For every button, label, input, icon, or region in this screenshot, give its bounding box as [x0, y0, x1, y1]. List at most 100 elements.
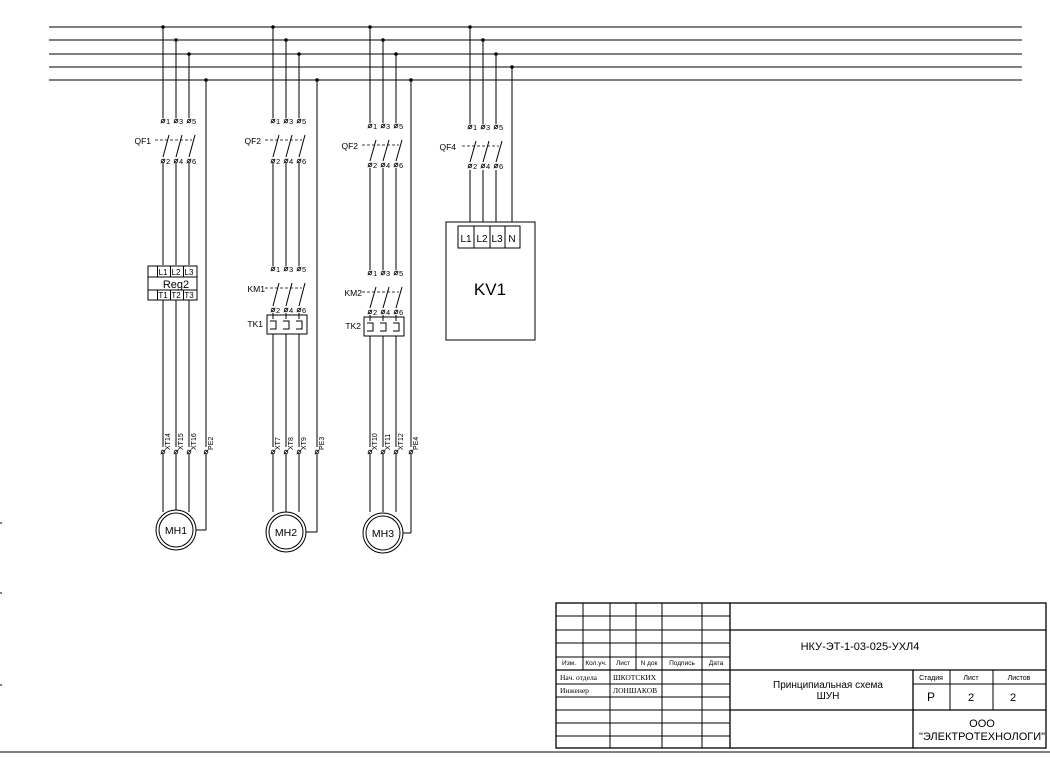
terminal-slash [296, 266, 302, 272]
pole-number: 1 [373, 122, 377, 131]
terminal-label: PE2 [208, 437, 215, 450]
terminal-slash [367, 162, 373, 168]
terminal-label: XT10 [372, 433, 379, 450]
pole-number: 5 [302, 265, 306, 274]
name-engineer: ЛОНШАКОВ [613, 686, 657, 695]
pole-number: 5 [302, 117, 306, 126]
terminal-slash [393, 123, 399, 129]
motor-inner [158, 512, 194, 548]
motor-inner [268, 514, 304, 550]
terminal-slash [393, 162, 399, 168]
terminal-slash [467, 163, 473, 169]
company-line1: ООО [969, 718, 995, 730]
pole-number: 5 [399, 122, 403, 131]
motor-outer [265, 511, 307, 553]
pole-number: 3 [386, 122, 390, 131]
terminal-slash [380, 270, 386, 276]
terminal-slash [296, 307, 302, 313]
pole-number: 4 [289, 306, 293, 315]
col-header-data: Дата [709, 660, 724, 667]
reg-output-label: T3 [184, 291, 194, 300]
terminal-slash [296, 449, 302, 455]
switch-blade [469, 140, 477, 163]
terminal-slash [493, 163, 499, 169]
drawing-frame [0, 522, 1050, 753]
terminal-slash [270, 266, 276, 272]
pole-number: 6 [399, 161, 403, 170]
switch-blade [272, 134, 280, 158]
kv-terminal-label: L3 [491, 234, 503, 245]
terminal-slash [480, 163, 486, 169]
motor-label: МН3 [372, 528, 394, 540]
terminal-slash [270, 158, 276, 164]
sheet-label: Лист [963, 675, 979, 682]
pole-number: 6 [302, 306, 306, 315]
pole-number: 4 [289, 157, 293, 166]
pole-number: 6 [499, 162, 503, 171]
switch-blade [175, 134, 183, 158]
pole-number: 1 [276, 265, 280, 274]
terminal-slash [367, 123, 373, 129]
pole-number: 2 [276, 306, 280, 315]
device-label: TK1 [247, 319, 263, 329]
pole-number: 5 [192, 117, 196, 126]
switch-blade [382, 286, 390, 309]
pole-number: 4 [486, 162, 490, 171]
pole-number: 4 [386, 308, 390, 317]
switch-blade [272, 282, 280, 307]
terminal-slash [283, 158, 289, 164]
col-header-ndok: N док [641, 660, 658, 667]
motor-inner [365, 515, 401, 551]
device-label: QF4 [439, 142, 456, 152]
doc-title-line2: ШУН [817, 691, 840, 702]
switch-blade [162, 134, 170, 158]
reg-input-label: L2 [172, 268, 181, 277]
terminal-label: XT12 [398, 433, 405, 450]
motor-outer [362, 512, 404, 554]
device-label: QF2 [244, 136, 261, 146]
terminal-label: XT11 [385, 434, 392, 450]
pole-number: 6 [192, 157, 196, 166]
title-block-text: НКУ-ЭТ-1-03-025-УХЛ4 Принципиальная схем… [560, 641, 1045, 743]
switch-blade [495, 140, 503, 163]
terminal-slash [186, 449, 192, 455]
terminal-slash [283, 266, 289, 272]
switch-blade [298, 282, 306, 307]
thermal-relay-box [363, 316, 405, 337]
terminal-slash [173, 449, 179, 455]
thermal-element [283, 320, 290, 330]
terminal-slash [203, 449, 209, 455]
name-head: ШКОТСКИХ [613, 673, 657, 682]
thermal-element [380, 322, 387, 332]
col-header-izm: Изм. [562, 660, 576, 667]
terminal-slash [160, 118, 166, 124]
terminal-slash [283, 307, 289, 313]
pole-number: 1 [373, 269, 377, 278]
pole-number: 3 [386, 269, 390, 278]
terminal-slash [380, 309, 386, 315]
switch-blade [395, 286, 403, 309]
kv-terminal-label: L1 [460, 234, 472, 245]
terminal-slash [296, 158, 302, 164]
motor-label: МН1 [165, 525, 187, 537]
terminal-slash [367, 270, 373, 276]
terminal-slash [380, 162, 386, 168]
terminal-slash [380, 123, 386, 129]
terminal-slash [408, 449, 414, 455]
sheets-label: Листов [1008, 675, 1031, 682]
role-engineer: Инженер [560, 686, 589, 695]
terminal-slash [296, 118, 302, 124]
terminal-slash [173, 118, 179, 124]
reg-input-label: L3 [185, 268, 194, 277]
stage-label: Стадия [919, 675, 943, 682]
kv-terminal-strip [457, 225, 521, 249]
switch-blade [285, 134, 293, 158]
pole-number: 1 [473, 123, 477, 132]
reg-output-label: T1 [158, 291, 168, 300]
terminal-slash [393, 449, 399, 455]
switch-blade [382, 139, 390, 162]
terminal-slash [283, 118, 289, 124]
reg-box [147, 265, 198, 301]
